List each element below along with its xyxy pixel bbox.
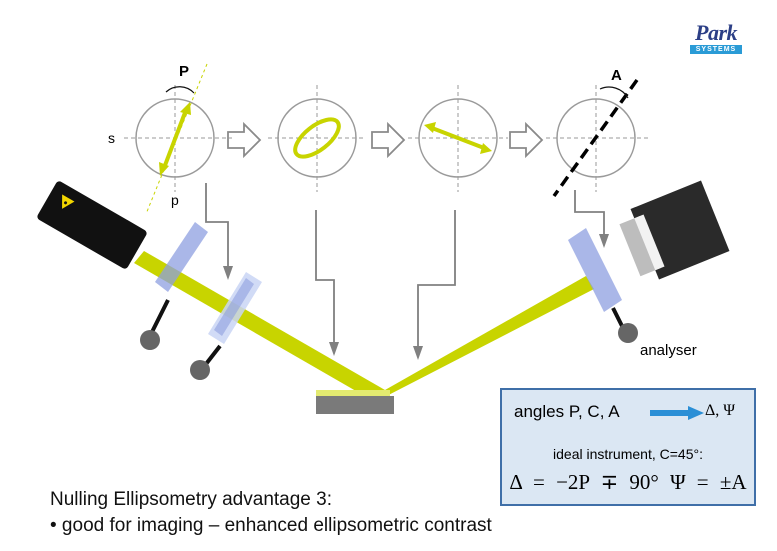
caption: Nulling Ellipsometry advantage 3: • good… bbox=[50, 487, 492, 539]
polarization-circle-2 bbox=[268, 85, 366, 192]
box-input-angles: angles P, C, A bbox=[514, 402, 620, 421]
info-box: angles P, C, A Δ, Ψ ideal instrument, C=… bbox=[500, 388, 756, 506]
pointer-arrows bbox=[205, 183, 609, 360]
blue-arrow-icon bbox=[650, 406, 704, 420]
caption-title: Nulling Ellipsometry advantage 3: bbox=[50, 489, 332, 510]
sample bbox=[316, 390, 394, 414]
polarization-circle-4 bbox=[546, 78, 648, 198]
box-formula: Δ = −2P ∓ 90° Ψ = ±A bbox=[509, 470, 747, 494]
logo-wordmark: Park bbox=[695, 20, 738, 45]
laser-source bbox=[37, 181, 147, 269]
analyser-optic bbox=[568, 228, 638, 343]
s-axis-label: s bbox=[108, 130, 115, 146]
box-result: Δ, Ψ bbox=[705, 402, 736, 419]
analyser-angle-label: A bbox=[611, 67, 622, 84]
p-axis-label: p bbox=[171, 192, 179, 208]
polarization-circle-3 bbox=[408, 85, 508, 192]
logo-subtitle: SYSTEMS bbox=[690, 45, 742, 54]
light-beam bbox=[134, 251, 594, 402]
polarizer-optic bbox=[140, 222, 208, 350]
detector bbox=[619, 180, 730, 280]
caption-bullet: • good for imaging – enhanced ellipsomet… bbox=[50, 515, 492, 536]
block-arrows bbox=[227, 121, 544, 159]
park-systems-logo: Park SYSTEMS bbox=[690, 22, 742, 54]
compensator-optic bbox=[190, 272, 262, 380]
polarization-circle-1 bbox=[124, 63, 232, 215]
box-ideal-instrument: ideal instrument, C=45°: bbox=[553, 446, 703, 462]
analyser-label: analyser bbox=[640, 342, 697, 359]
polarizer-angle-label: P bbox=[179, 63, 190, 80]
